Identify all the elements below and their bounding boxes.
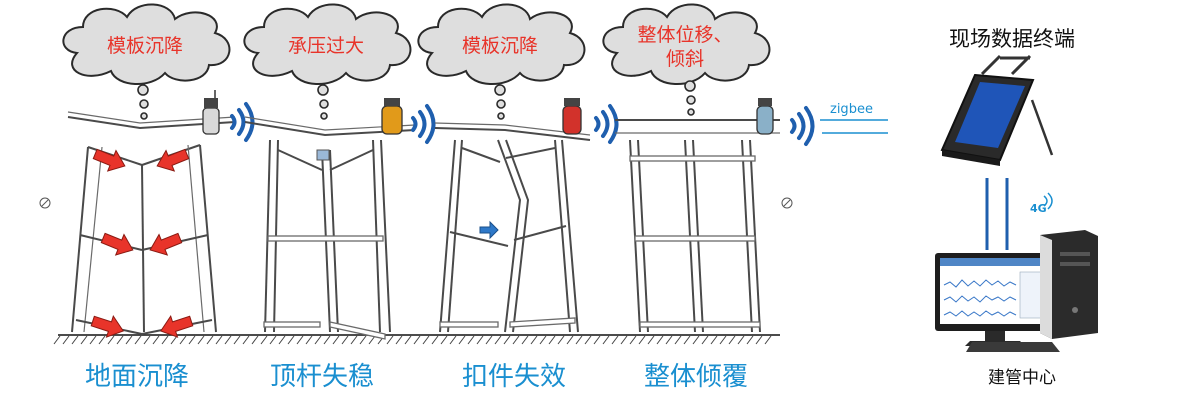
- cloud-1-text: 模板沉降: [107, 35, 183, 57]
- sensor-4: [756, 98, 774, 135]
- arrow-left-2: [145, 227, 185, 261]
- scaffold-fastener-failure: [434, 122, 591, 333]
- signal-icon-3: [594, 104, 619, 144]
- data-terminal-device: [940, 54, 1054, 166]
- arrow-blue: [479, 220, 499, 240]
- computer-icon: [935, 230, 1098, 352]
- zigbee-link: zigbee: [820, 102, 888, 134]
- signal-icon-2: [411, 104, 436, 144]
- cloud-2: 承压过大: [243, 3, 412, 86]
- sensor-3: [562, 98, 582, 135]
- sensor-2: [381, 98, 403, 135]
- sensor-1: [202, 90, 220, 135]
- scaffold-overturning: [615, 119, 780, 333]
- cloud-2-text: 承压过大: [288, 35, 364, 57]
- signal-icon-4: [790, 106, 815, 146]
- cloud-3-text: 模板沉降: [462, 35, 538, 57]
- caption-ground-settlement: 地面沉降: [85, 362, 189, 392]
- arrow-right-2: [98, 227, 138, 261]
- caption-fastener-failure: 扣件失效: [462, 362, 566, 392]
- caption-pole-instability: 顶杆失稳: [270, 362, 374, 392]
- side-marker-right-icon: [781, 197, 793, 209]
- network-4g-label: 4G: [1030, 202, 1047, 215]
- ground-line: [53, 334, 780, 345]
- thought-dots-4: [684, 80, 696, 116]
- thought-dots-2: [317, 84, 329, 120]
- scaffold-pole-instability: [244, 116, 416, 340]
- arrow-right-1: [90, 143, 130, 177]
- cloud-4: 整体位移、 倾斜: [602, 3, 771, 86]
- thought-dots-3: [494, 84, 506, 120]
- cloud-1: 模板沉降: [62, 3, 231, 86]
- caption-overturning: 整体倾覆: [644, 362, 748, 392]
- cloud-4-text-line1: 整体位移、: [637, 24, 732, 46]
- center-label: 建管中心: [988, 368, 1056, 388]
- network-link: 4G: [985, 178, 1053, 250]
- zigbee-label: zigbee: [830, 102, 873, 117]
- thought-dots-1: [137, 84, 149, 120]
- terminal-title: 现场数据终端: [949, 27, 1075, 51]
- cloud-3: 模板沉降: [417, 3, 586, 86]
- scaffold-ground-settlement: [67, 111, 236, 342]
- side-marker-left-icon: [39, 197, 51, 209]
- cloud-4-text-line2: 倾斜: [666, 48, 704, 70]
- arrow-left-3: [156, 310, 196, 342]
